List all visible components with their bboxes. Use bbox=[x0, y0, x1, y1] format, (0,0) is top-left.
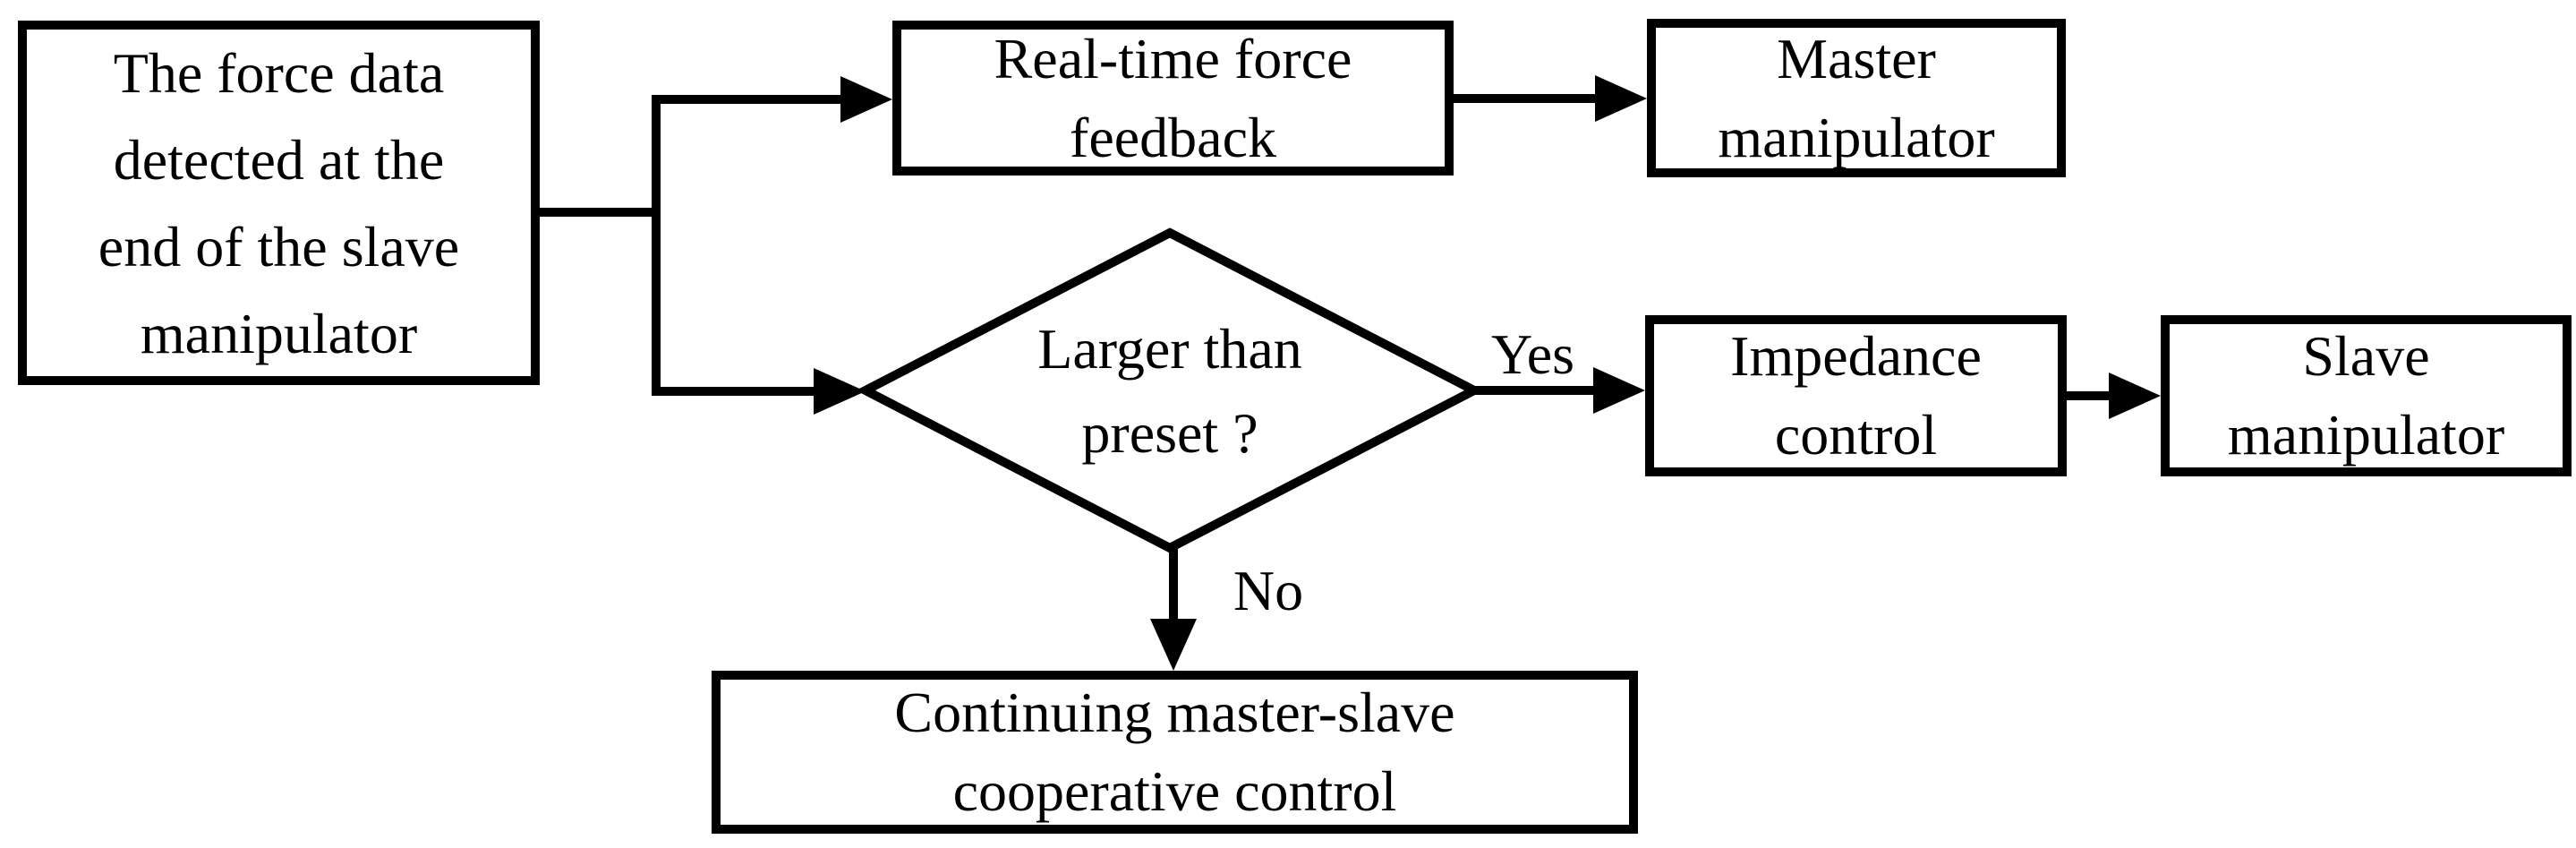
arrowhead-to-master bbox=[1595, 75, 1647, 122]
node-force-data-line1: The force data bbox=[113, 40, 445, 105]
node-slave-manipulator-line2: manipulator bbox=[2227, 403, 2505, 467]
node-master-manipulator-line1: Master bbox=[1777, 26, 1936, 90]
node-slave-manipulator: Slave manipulator bbox=[2161, 315, 2572, 476]
node-continuing-master-slave-control: Continuing master-slave cooperative cont… bbox=[712, 671, 1638, 834]
node-impedance-control: Impedance control bbox=[1645, 315, 2067, 476]
node-realtime-force-feedback: Real-time force feedback bbox=[892, 21, 1454, 176]
node-decision-larger-than-preset: Larger than preset ? bbox=[901, 307, 1438, 475]
node-continuing-master-slave-control-line2: cooperative control bbox=[952, 759, 1397, 823]
arrowhead-to-decision bbox=[814, 368, 866, 415]
edge-label-yes: Yes bbox=[1490, 322, 1575, 386]
edge-label-no: No bbox=[1233, 559, 1304, 622]
node-slave-manipulator-line1: Slave bbox=[2302, 324, 2430, 388]
node-master-manipulator: Master manipulator bbox=[1647, 19, 2066, 177]
node-decision-line2: preset ? bbox=[1081, 401, 1258, 465]
arrowhead-to-slave bbox=[2109, 373, 2161, 419]
node-force-data-line2: detected at the bbox=[113, 127, 445, 192]
node-decision-line1: Larger than bbox=[1037, 317, 1302, 381]
node-continuing-master-slave-control-line1: Continuing master-slave bbox=[894, 681, 1455, 744]
node-realtime-force-feedback-line2: feedback bbox=[1070, 105, 1276, 169]
arrowhead-to-continuing bbox=[1150, 619, 1197, 671]
node-force-data-line4: manipulator bbox=[140, 301, 418, 365]
decision-diamond-shape bbox=[856, 227, 1484, 553]
node-realtime-force-feedback-line1: Real-time force bbox=[994, 26, 1352, 90]
node-force-data-line3: end of the slave bbox=[98, 214, 460, 278]
arrowhead-to-feedback bbox=[840, 76, 892, 123]
node-master-manipulator-line2: manipulator bbox=[1718, 105, 1995, 169]
node-force-data: The force data detected at the end of th… bbox=[18, 21, 540, 385]
arrowhead-to-impedance bbox=[1593, 367, 1645, 414]
node-impedance-control-line1: Impedance bbox=[1730, 324, 1982, 388]
node-impedance-control-line2: control bbox=[1774, 403, 1938, 467]
